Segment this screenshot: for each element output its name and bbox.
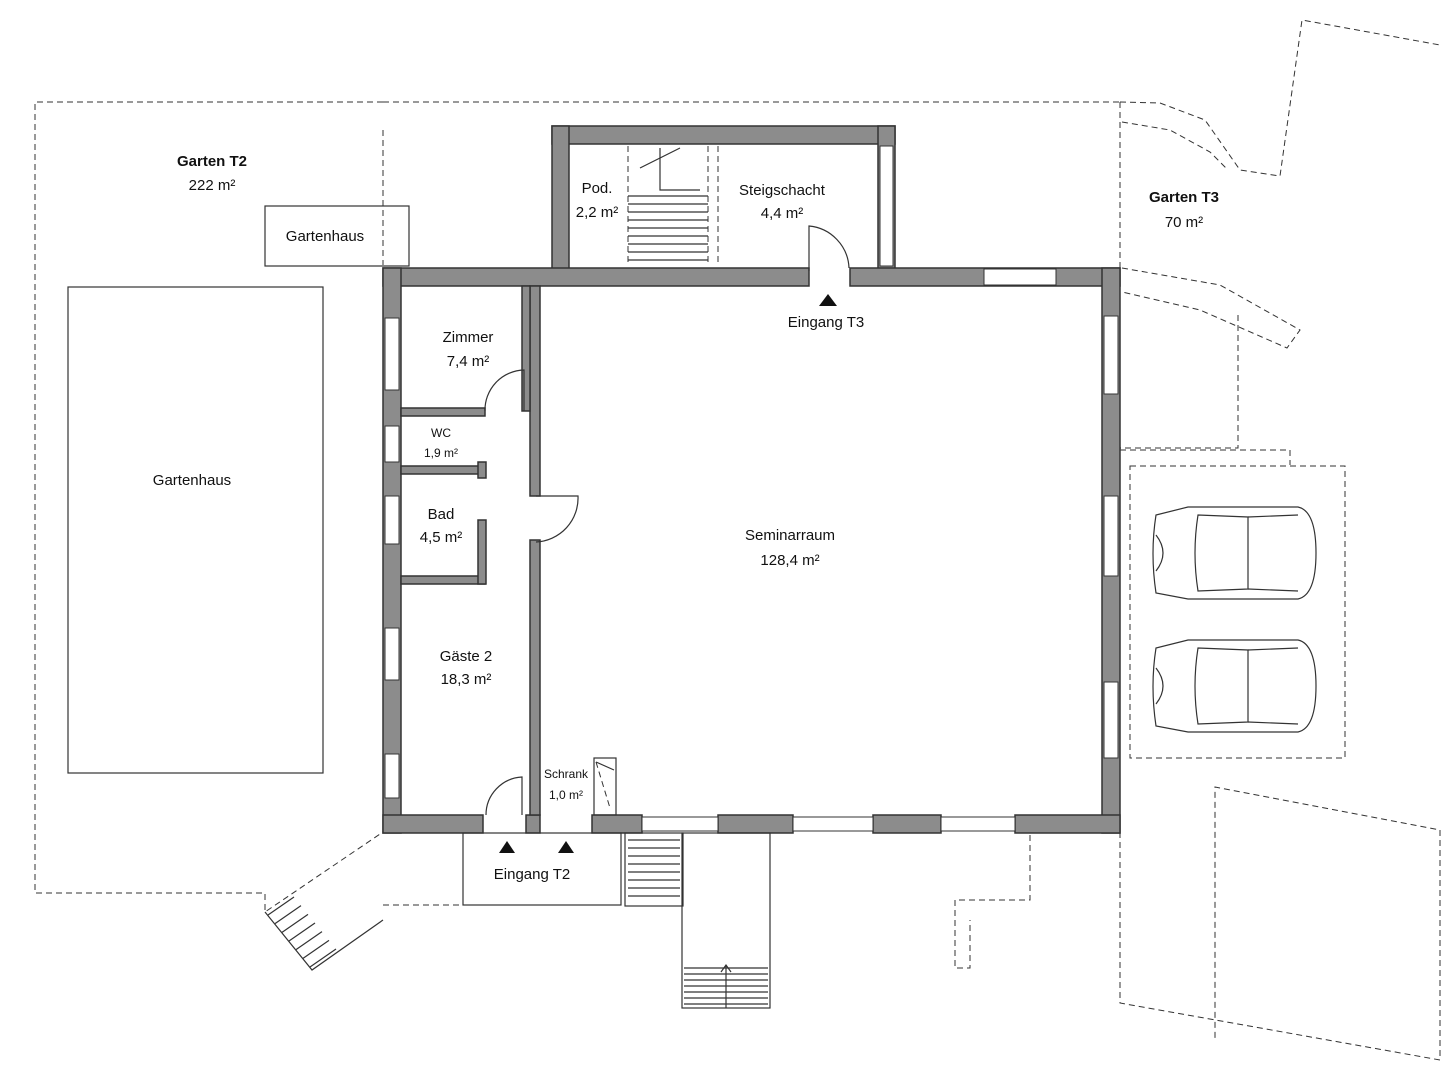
- room-zimmer-area: 7,4 m²: [447, 353, 490, 370]
- room-pod-area: 2,2 m²: [576, 204, 619, 221]
- room-wc-name: WC: [431, 426, 451, 440]
- garden-shed-small: [264, 205, 410, 267]
- property-boundaries: [34, 19, 1441, 1061]
- stair-tread: [267, 896, 295, 916]
- stairs: [264, 146, 771, 1009]
- stair-tread: [309, 948, 337, 968]
- stair-tread: [288, 922, 316, 942]
- entrance-t2-label: Eingang T2: [494, 866, 570, 883]
- room-steigschacht-area: 4,4 m²: [761, 205, 804, 222]
- stair-tread: [295, 931, 323, 951]
- room-zimmer-name: Zimmer: [443, 329, 494, 346]
- windows: [384, 145, 1119, 832]
- car-icon: [1152, 506, 1317, 600]
- entrance-marker-icon: [819, 294, 837, 306]
- stair-tread: [281, 913, 309, 933]
- room-wc-area: 1,9 m²: [424, 446, 458, 460]
- entrance-t3-label: Eingang T3: [788, 314, 864, 331]
- room-schrank-name: Schrank: [544, 767, 589, 781]
- doors: [484, 225, 850, 816]
- stair-tread: [302, 939, 330, 959]
- garden-shed-small-label: Gartenhaus: [286, 228, 364, 245]
- room-seminarraum-area: 128,4 m²: [760, 552, 819, 569]
- room-gaeste-area: 18,3 m²: [441, 671, 492, 688]
- garden-t3-area: 70 m²: [1165, 214, 1203, 231]
- car-icon: [1152, 639, 1317, 733]
- garden-shed-large: [67, 286, 324, 774]
- stair-tread: [274, 905, 302, 925]
- room-bad-area: 4,5 m²: [420, 529, 463, 546]
- room-pod-name: Pod.: [582, 180, 613, 197]
- garden-t3-name: Garten T3: [1149, 189, 1219, 206]
- room-gaeste-name: Gäste 2: [440, 648, 493, 665]
- entrance-marker-icon: [558, 841, 574, 853]
- walls: [382, 125, 1121, 834]
- garden-t2-name: Garten T2: [177, 153, 247, 170]
- garden-shed-large-label: Gartenhaus: [153, 472, 231, 489]
- room-seminarraum-name: Seminarraum: [745, 527, 835, 544]
- room-bad-name: Bad: [428, 506, 455, 523]
- room-schrank-area: 1,0 m²: [549, 788, 583, 802]
- entrance-marker-icon: [499, 841, 515, 853]
- parking-area: [1129, 465, 1346, 759]
- entrance-landing: [462, 832, 622, 906]
- room-steigschacht-name: Steigschacht: [739, 182, 826, 199]
- garden-t2-area: 222 m²: [189, 177, 236, 194]
